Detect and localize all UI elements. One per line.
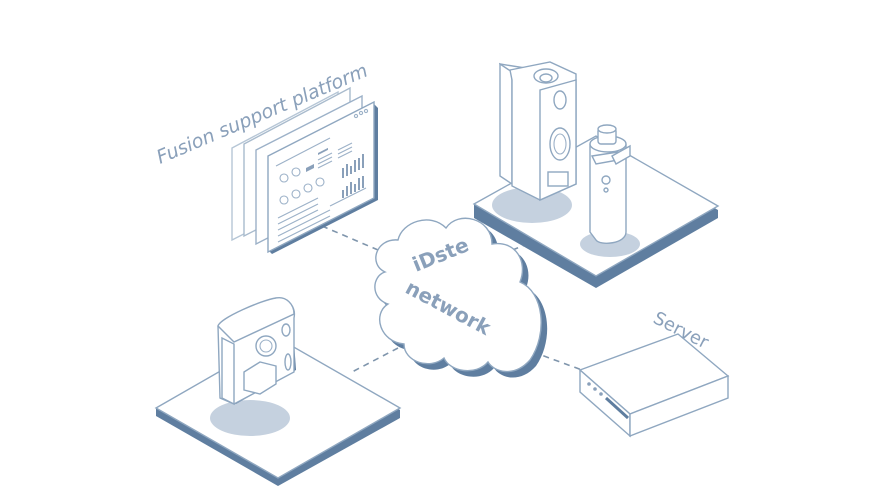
server-led-3: [599, 392, 603, 396]
multi-camera-shadow: [210, 400, 290, 436]
box-camera-device: [498, 61, 577, 202]
camera-shadow: [492, 187, 572, 223]
handheld-sensor-device: [589, 124, 631, 244]
fusion-platform-screens: [231, 86, 378, 254]
camera-platform: [154, 297, 402, 486]
server-led-2: [593, 387, 597, 391]
server-device: [578, 333, 730, 438]
cloud-body: [374, 217, 542, 373]
server-slot: [604, 396, 630, 420]
dashboard-widgets: [275, 137, 367, 243]
link-platform-cloud: [321, 225, 393, 257]
cloud-network: iDste network: [374, 217, 548, 378]
front-screen: [267, 100, 375, 254]
connection-lines: [321, 225, 583, 373]
server-led-1: [587, 382, 591, 386]
devices-platform: [472, 61, 720, 288]
link-cloud-camera: [351, 347, 399, 373]
link-cloud-server: [532, 351, 583, 371]
server-side: [629, 374, 729, 438]
multi-lens-camera: [217, 297, 296, 406]
